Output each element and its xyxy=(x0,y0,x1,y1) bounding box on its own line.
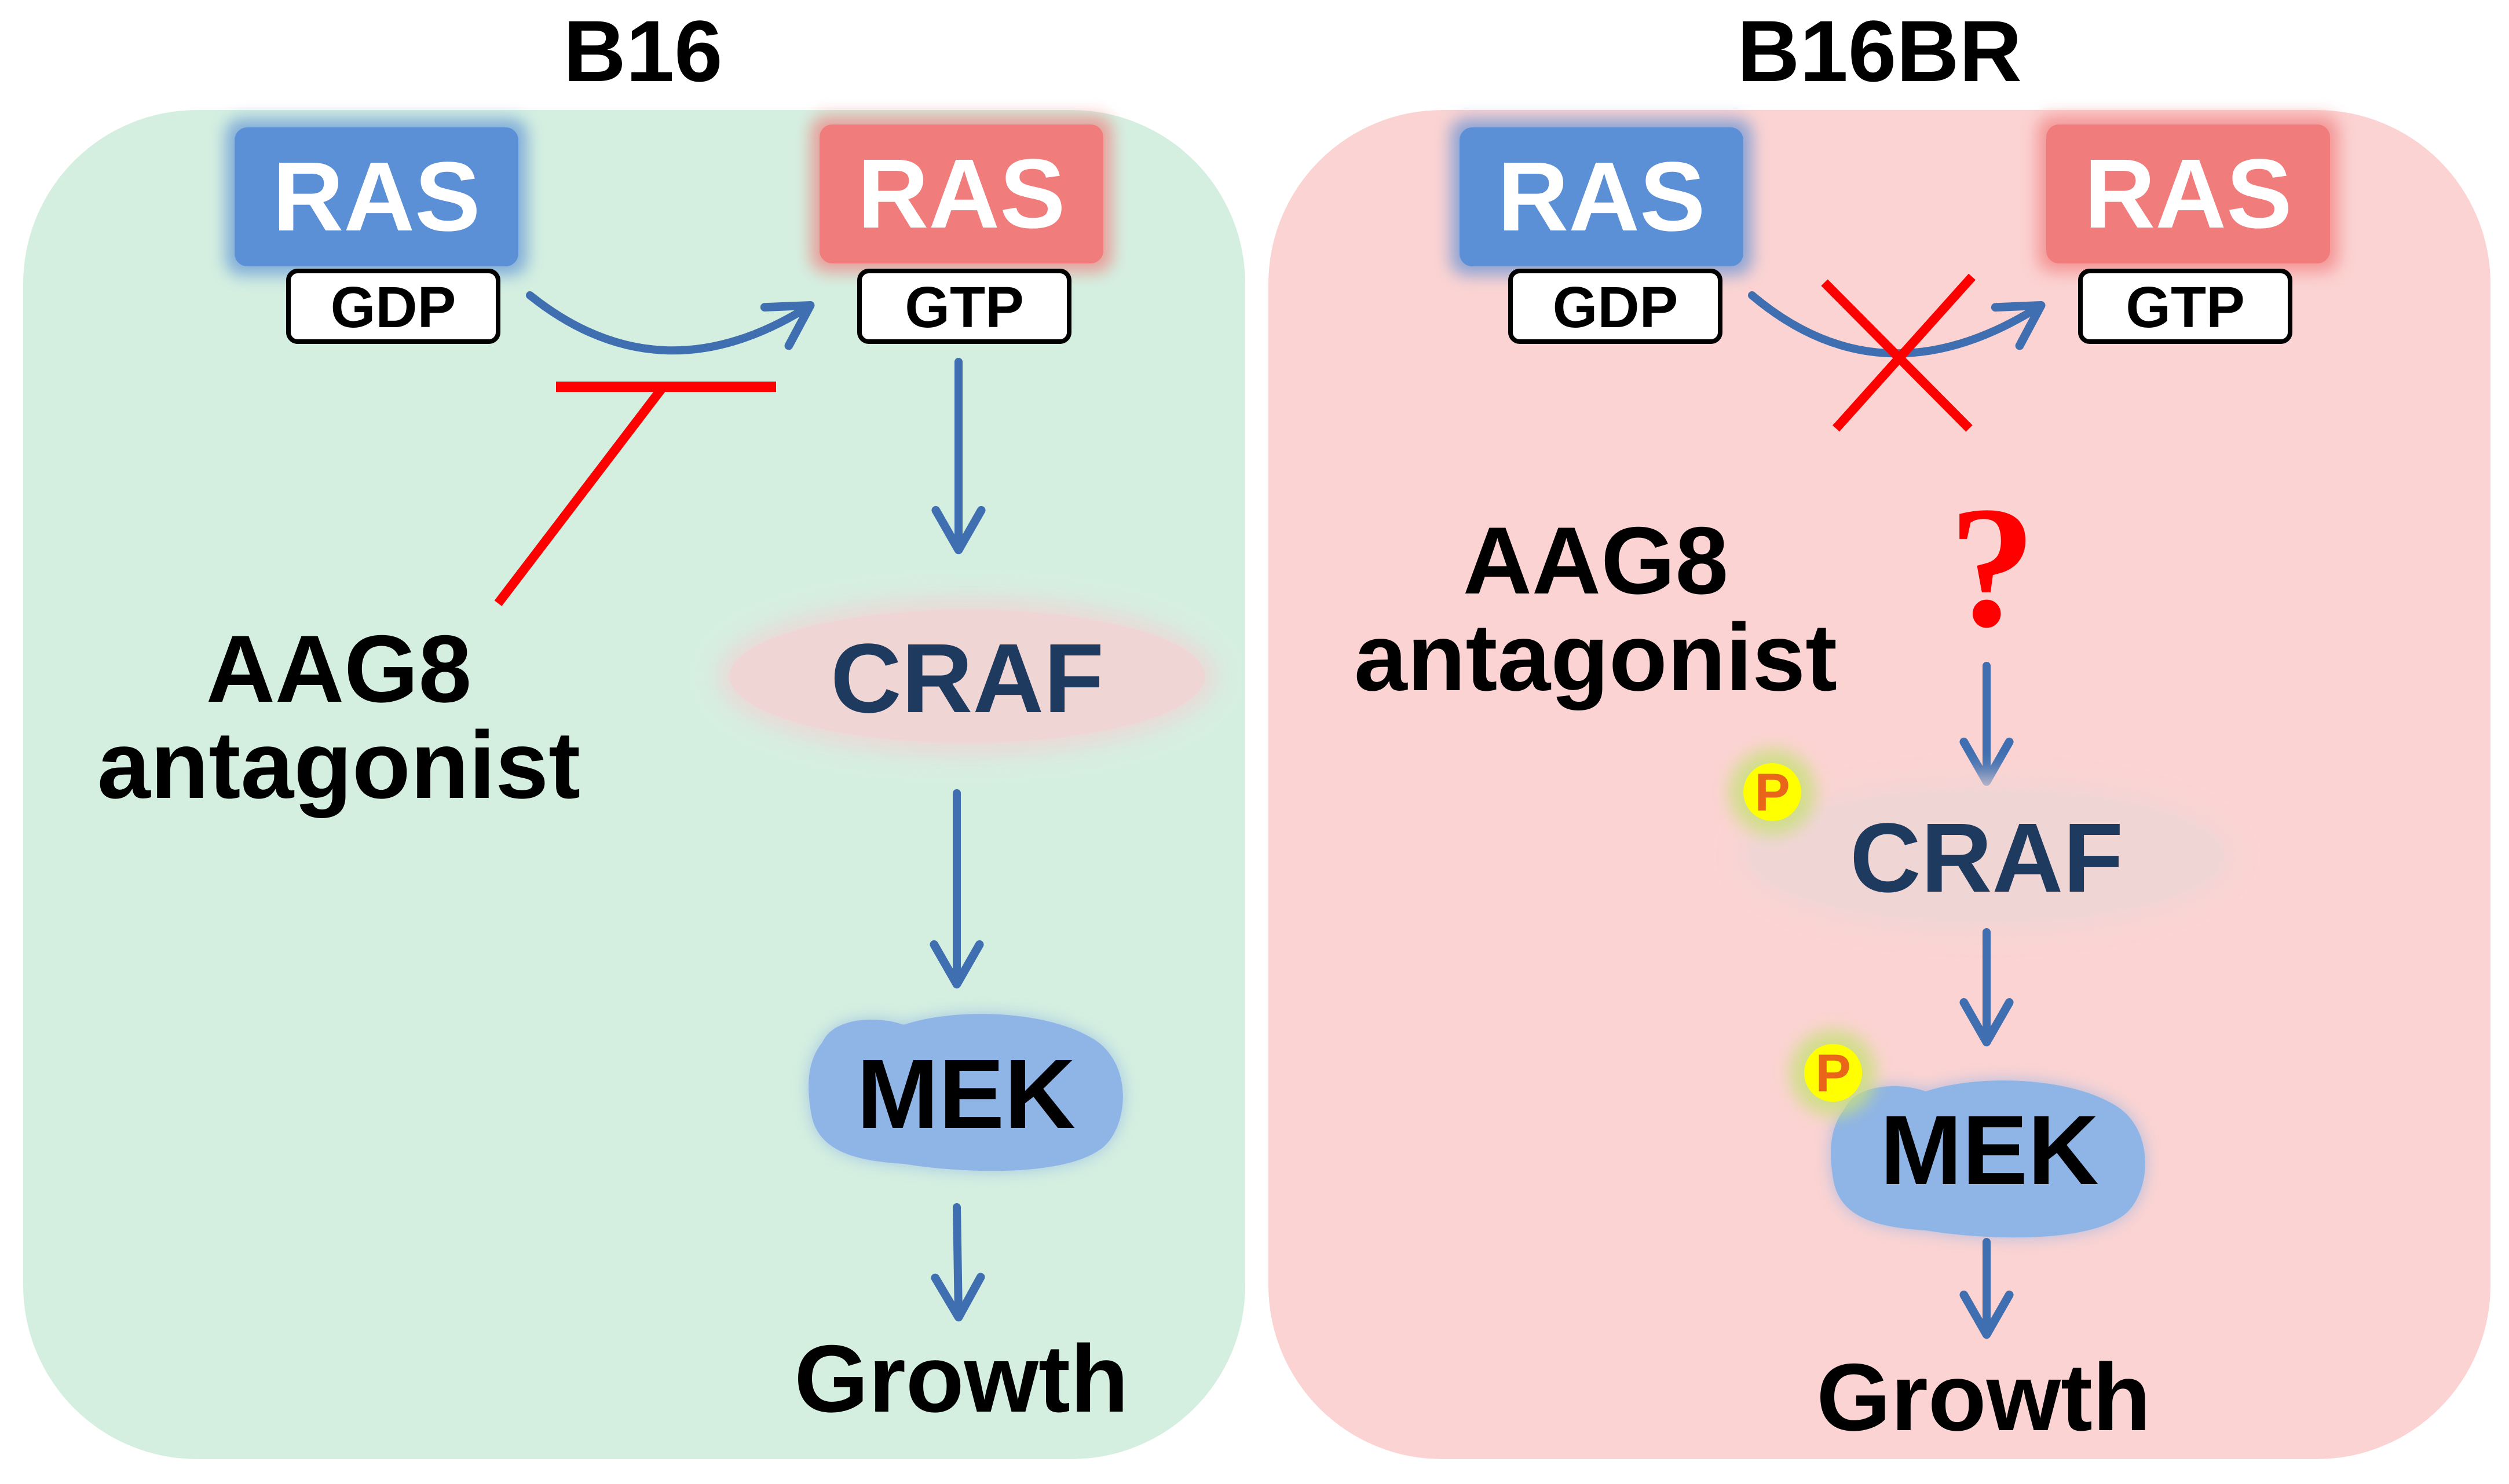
right-panel-title: B16BR xyxy=(1737,2,2022,100)
gtp-tag-label: GTP xyxy=(905,275,1024,340)
growth-label-br: Growth xyxy=(1816,1344,2150,1450)
gdp-tag-label-br: GDP xyxy=(1553,275,1678,340)
ras-gdp-box-br xyxy=(1460,127,1743,266)
ras-gdp-label: RAS xyxy=(273,142,481,252)
growth-label: Growth xyxy=(794,1325,1128,1432)
gtp-tag-label-br: GTP xyxy=(2126,275,2245,340)
unknown-mechanism-icon: ? xyxy=(1949,471,2036,663)
phospho-mek-label: P xyxy=(1815,1044,1850,1103)
craf-label-br: CRAF xyxy=(1850,803,2123,913)
mek-to-growth-arrow xyxy=(931,1203,985,1322)
antagonist-label-line2: antagonist xyxy=(97,712,580,818)
gdp-tag-label: GDP xyxy=(331,275,456,340)
phospho-craf-icon xyxy=(1743,763,1801,821)
phospho-mek-icon xyxy=(1804,1044,1862,1102)
gtp-tag xyxy=(857,269,1071,344)
ras-gdp-label-br: RAS xyxy=(1498,142,1706,252)
mek-node-br xyxy=(1831,1080,2145,1238)
gdp-tag xyxy=(286,269,500,344)
right-panel-background xyxy=(1268,110,2490,1459)
ras-gtp-label: RAS xyxy=(858,139,1066,249)
craf-node-br xyxy=(1749,789,2224,922)
craf-node xyxy=(730,610,1205,743)
phospho-craf-label: P xyxy=(1754,763,1790,822)
left-panel: B16 RAS GDP RAS GTP AAG8 antagonist CRAF xyxy=(23,2,1245,1459)
inhibition-line xyxy=(494,384,667,606)
right-panel: B16BR RAS GDP RAS GTP AAG8 antagonist ? … xyxy=(1268,2,2490,1459)
ras-gtp-box-br xyxy=(2046,124,2330,263)
gdp-tag-br xyxy=(1508,269,1722,344)
antagonist-label-line1-br: AAG8 xyxy=(1463,507,1728,614)
mek-label: MEK xyxy=(857,1039,1076,1149)
antagonist-label-line1: AAG8 xyxy=(206,615,471,722)
ras-gtp-box xyxy=(820,124,1103,263)
mek-node xyxy=(809,1014,1123,1171)
craf-label: CRAF xyxy=(831,624,1104,734)
ras-gtp-label-br: RAS xyxy=(2084,139,2292,249)
gdp-to-gtp-arrow xyxy=(526,291,815,355)
left-panel-title: B16 xyxy=(563,2,722,100)
ras-gdp-box xyxy=(235,127,518,266)
mek-label-br: MEK xyxy=(1880,1095,2099,1205)
blocked-x-icon xyxy=(1821,273,1976,432)
antagonist-label-line2-br: antagonist xyxy=(1354,604,1837,710)
gtp-tag-br xyxy=(2078,269,2292,344)
